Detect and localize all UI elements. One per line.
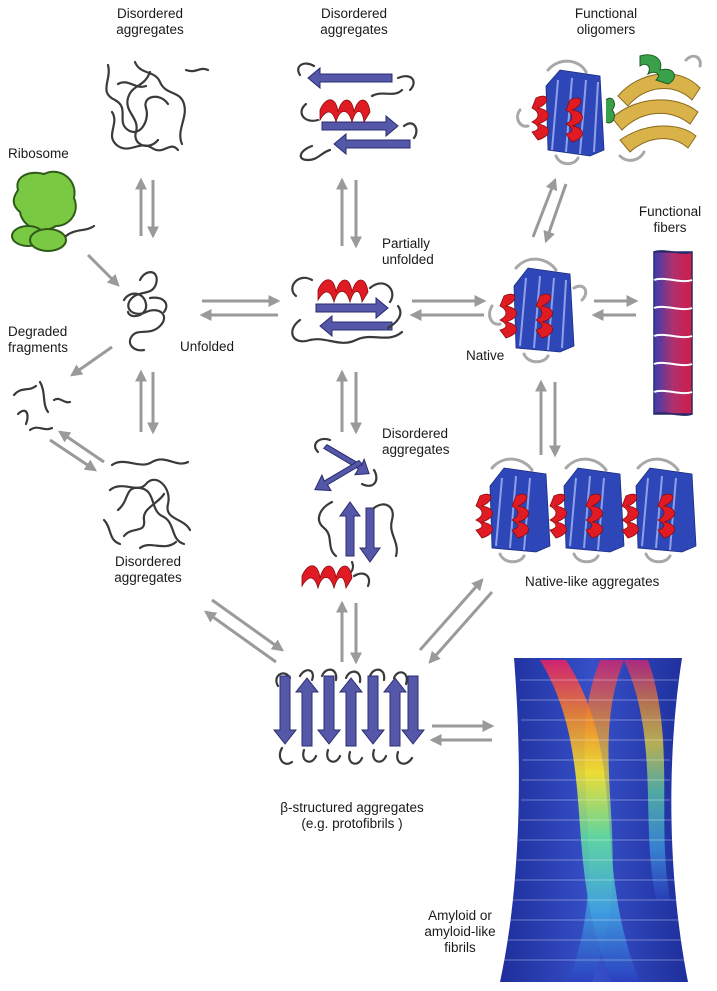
label-unfolded: Unfolded [180,339,235,354]
functional-fibers-structure [653,250,693,416]
label-functional-fibers: Functional fibers [638,204,702,235]
disordered-aggregates-mid-center-structure [301,437,398,590]
beta-structured-aggregates-structure [272,668,426,765]
disordered-aggregates-bottom-left-structure [102,458,192,550]
label-amyloid-fibrils: Amyloid or amyloid-like fibrils [424,908,496,955]
amyloid-fibril-structure [500,658,688,982]
label-degraded-fragments: Degraded fragments [8,324,69,355]
label-functional-oligomers: Functional oligomers [574,6,638,37]
disordered-aggregates-top-left-structure [105,60,210,152]
unfolded-chain-structure [122,271,168,352]
disordered-aggregates-top-center-structure [297,62,418,162]
ribosome-structure [11,170,96,252]
degraded-fragments-structure [12,380,72,432]
reaction-arrows [49,177,639,746]
label-disordered-aggregates-bottom-left: Disordered aggregates [114,554,182,585]
label-partially-unfolded: Partially unfolded [382,236,434,267]
label-disordered-aggregates-mid-center: Disordered aggregates [382,426,450,457]
native-structure [488,257,588,364]
native-like-aggregates-structure [475,457,697,564]
label-disordered-aggregates-top-left: Disordered aggregates [116,6,184,37]
label-native: Native [466,348,505,363]
label-disordered-aggregates-top-center: Disordered aggregates [320,6,388,37]
label-ribosome: Ribosome [8,146,69,161]
functional-oligomers-structure [516,54,702,166]
label-beta-structured-aggregates: β-structured aggregates (e.g. protofibri… [280,800,424,831]
partially-unfolded-structure [291,276,404,344]
label-native-like-aggregates: Native-like aggregates [525,574,660,589]
